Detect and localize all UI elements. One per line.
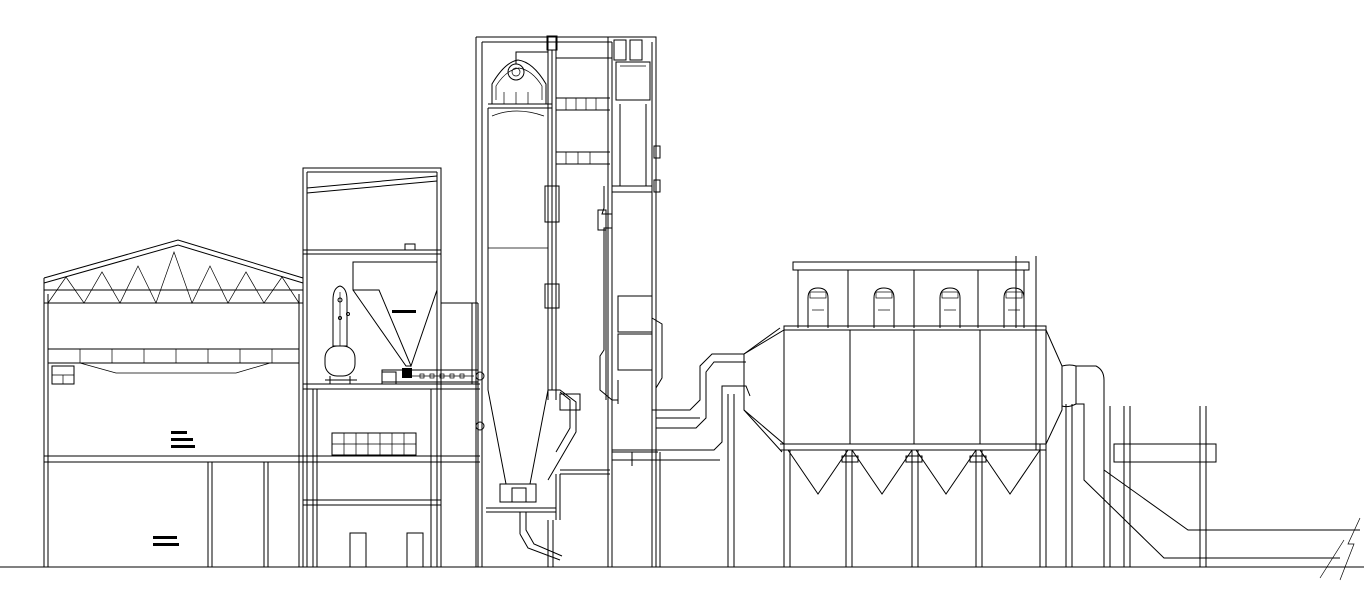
filter-hoppers [783, 404, 1073, 567]
fuel-hopper [352, 261, 438, 368]
baghouse-filter [743, 256, 1077, 451]
convection-pass [556, 36, 720, 568]
roof-truss [43, 239, 304, 304]
duct-support-frame [1103, 406, 1217, 567]
warehouse-building [43, 289, 304, 568]
screw-conveyor [381, 302, 485, 567]
fuel-preparation-building [302, 167, 480, 568]
boiler-furnace [475, 35, 656, 567]
pressure-vessel [324, 285, 357, 384]
exhaust-duct [1076, 365, 1361, 581]
flue-duct [611, 327, 783, 567]
